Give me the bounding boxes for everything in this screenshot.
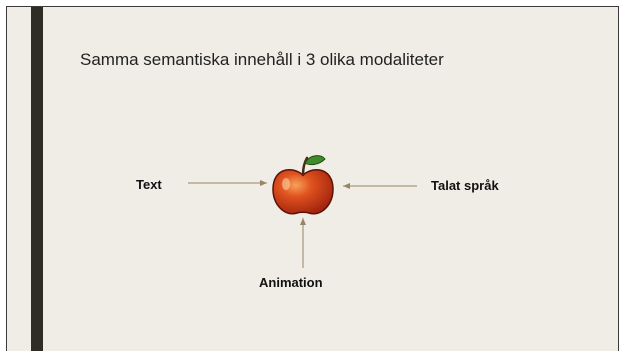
label-spoken-language: Talat språk [431, 178, 499, 193]
label-text: Text [136, 177, 162, 192]
slide-title: Samma semantiska innehåll i 3 olika moda… [80, 50, 444, 69]
slide-accent-bar [31, 7, 43, 351]
label-animation: Animation [259, 275, 323, 290]
slide: Samma semantiska innehåll i 3 olika moda… [6, 6, 619, 351]
modality-diagram [188, 155, 417, 268]
apple-icon [272, 155, 334, 215]
